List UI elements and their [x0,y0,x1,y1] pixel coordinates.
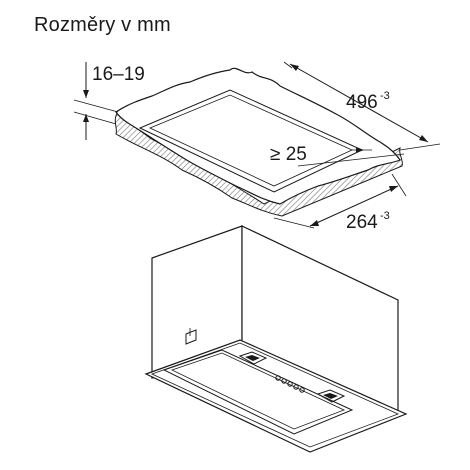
filter-panel-inner [170,352,346,430]
hood-bottom-frame [144,339,408,453]
dimension-lines [73,61,441,229]
control-buttons [275,375,305,393]
control-button-3 [287,381,293,387]
light-left-icon [238,351,268,365]
hood-unit [144,225,408,453]
width-tolerance: -3 [380,210,390,222]
light-right-inner [323,393,338,399]
control-button-2 [281,378,287,384]
light-right-icon [316,389,346,403]
light-left-inner [245,355,260,361]
control-button-4 [293,384,299,390]
mount-bracket [185,329,197,345]
hood-bottom-frame-inner [150,342,400,448]
cabinet-board [114,67,403,217]
page-title: Rozměry v mm [34,14,171,36]
depth-tolerance: -3 [380,90,390,102]
control-button-5 [299,387,305,393]
control-button-1 [275,375,281,381]
thickness-label: 16–19 [92,64,145,85]
dimension-labels: 16–19 496 -3 ≥ 25 264 -3 [92,64,390,233]
width-label: 264 [346,212,378,233]
filter-panel [162,349,354,435]
board-top [115,67,401,205]
depth-label: 496 [346,92,378,113]
clearance-label: ≥ 25 [270,144,307,165]
